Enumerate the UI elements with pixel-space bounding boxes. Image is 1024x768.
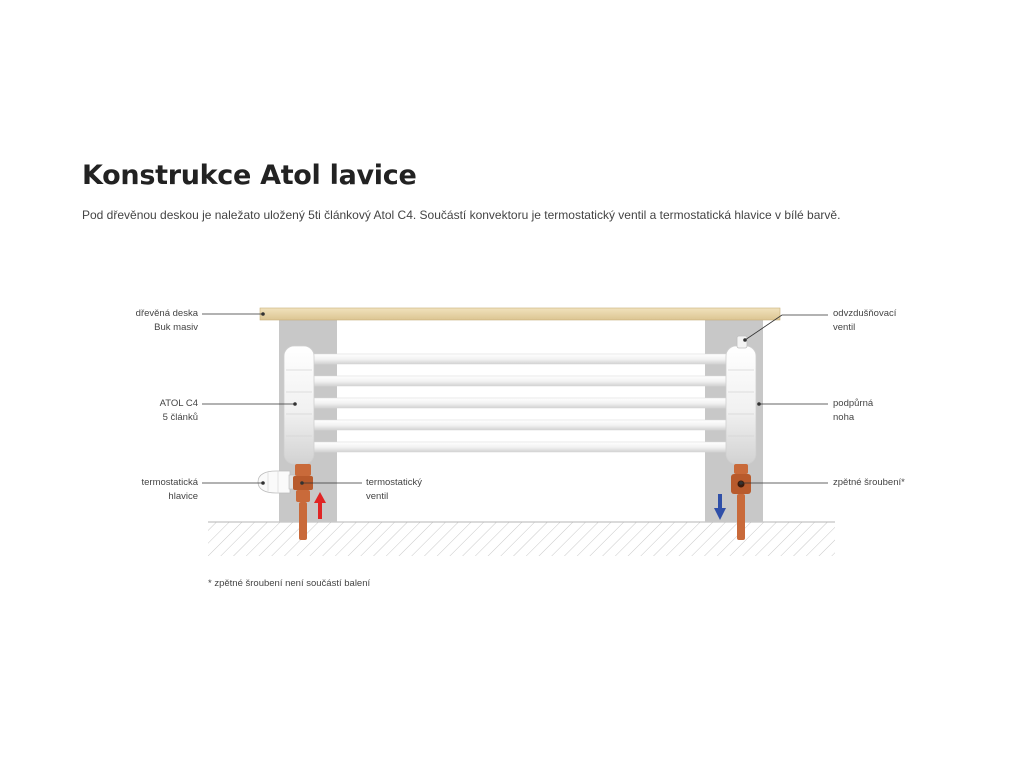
radiator-header-right	[725, 345, 757, 465]
radiator-tubes	[295, 353, 743, 453]
arrow-up-icon	[314, 492, 326, 519]
leader-lines	[202, 312, 828, 485]
floor	[208, 521, 835, 556]
vent-valve	[736, 335, 748, 349]
label-return-fitting: zpětné šroubení*	[833, 477, 905, 488]
intro-text: Pod dřevěnou deskou je naležato uložený …	[82, 208, 841, 222]
arrow-down-icon	[714, 494, 726, 520]
footnote: * zpětné šroubení není součástí balení	[208, 578, 371, 589]
thermostatic-head	[257, 470, 296, 494]
radiator-header-left	[283, 345, 315, 465]
wood-board	[259, 307, 781, 321]
page-title: Konstrukce Atol lavice	[82, 160, 417, 191]
